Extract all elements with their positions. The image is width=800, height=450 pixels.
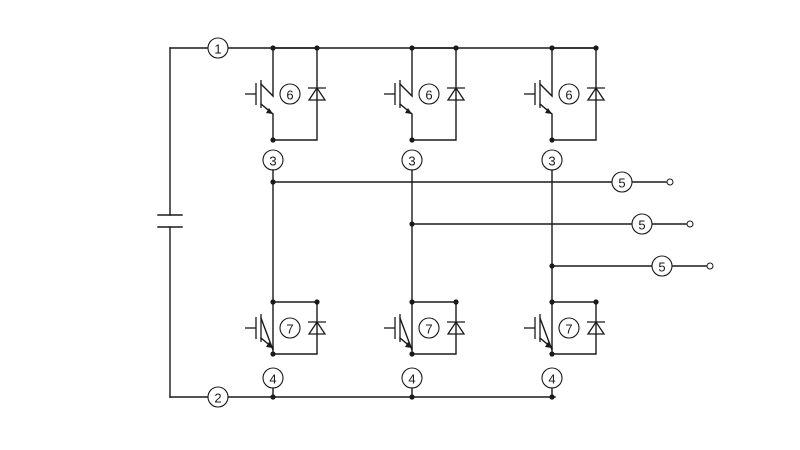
low-side-switch-device-label-label: 7 <box>286 322 293 337</box>
igbt-icon <box>245 314 273 348</box>
output-line: 5 <box>272 171 674 193</box>
low-side-switch: 7 <box>245 299 327 357</box>
diode-icon <box>307 320 327 335</box>
high-side-switch-device-label: 6 <box>279 83 301 105</box>
terminal-output-label: 5 <box>618 176 625 191</box>
igbt-icon <box>384 80 412 114</box>
low-side-switch-device-label: 7 <box>558 317 580 339</box>
high-side-switch-device-label-label: 6 <box>565 88 572 103</box>
terminal-output-label: 5 <box>638 218 645 233</box>
diode-icon <box>307 86 327 101</box>
terminal-dc-negative: 2 <box>207 386 229 408</box>
igbt-icon <box>524 80 552 114</box>
terminal-low-side-emitter: 4 <box>262 367 284 389</box>
terminal-phase-midpoint: 3 <box>401 149 423 171</box>
high-side-switch-device-label-label: 6 <box>425 88 432 103</box>
terminal-phase-midpoint-label: 3 <box>408 154 415 169</box>
diode-icon <box>446 86 466 101</box>
high-side-switch: 6 <box>524 45 606 143</box>
terminal-low-side-emitter-label: 4 <box>269 372 276 387</box>
low-side-switch-device-label: 7 <box>418 317 440 339</box>
terminal-output: 5 <box>611 171 633 193</box>
inverter-leg: 6 3 7 4 <box>384 45 466 400</box>
inverter-legs: 6 3 7 4 6 3 7 4 6 3 7 4 <box>245 45 606 400</box>
terminal-dc-positive: 1 <box>207 37 229 59</box>
high-side-switch-device-label: 6 <box>418 83 440 105</box>
terminal-phase-midpoint-label: 3 <box>548 154 555 169</box>
inverter-leg: 6 3 7 4 <box>245 45 327 400</box>
terminal-low-side-emitter-label: 4 <box>548 372 555 387</box>
open-terminal-icon[interactable] <box>706 262 714 270</box>
low-side-switch-device-label-label: 7 <box>425 322 432 337</box>
terminal-phase-midpoint: 3 <box>541 149 563 171</box>
capacitor-icon <box>157 214 183 228</box>
terminal-dc-positive-label: 1 <box>214 42 221 57</box>
low-side-switch: 7 <box>524 299 606 357</box>
output-lines: 5 5 5 <box>272 171 714 277</box>
terminal-output: 5 <box>631 213 653 235</box>
igbt-icon <box>384 314 412 348</box>
low-side-switch-device-label: 7 <box>279 317 301 339</box>
low-side-switch-device-label-label: 7 <box>565 322 572 337</box>
low-side-switch: 7 <box>384 299 466 357</box>
terminal-low-side-emitter: 4 <box>401 367 423 389</box>
diode-icon <box>586 320 606 335</box>
open-terminal-icon[interactable] <box>686 220 694 228</box>
terminal-dc-negative-label: 2 <box>214 391 221 406</box>
terminal-phase-midpoint-label: 3 <box>269 154 276 169</box>
inverter-leg: 6 3 7 4 <box>524 45 606 400</box>
diode-icon <box>446 320 466 335</box>
output-line: 5 <box>411 213 694 235</box>
diode-icon <box>586 86 606 101</box>
high-side-switch-device-label-label: 6 <box>286 88 293 103</box>
terminal-phase-midpoint: 3 <box>262 149 284 171</box>
terminal-low-side-emitter-label: 4 <box>408 372 415 387</box>
open-terminal-icon[interactable] <box>666 178 674 186</box>
high-side-switch: 6 <box>245 45 327 143</box>
terminal-output-label: 5 <box>658 260 665 275</box>
output-line: 5 <box>551 255 714 277</box>
igbt-icon <box>524 314 552 348</box>
dc-bus <box>169 47 597 398</box>
terminal-low-side-emitter: 4 <box>541 367 563 389</box>
terminal-output: 5 <box>651 255 673 277</box>
igbt-icon <box>245 80 273 114</box>
high-side-switch-device-label: 6 <box>558 83 580 105</box>
high-side-switch: 6 <box>384 45 466 143</box>
